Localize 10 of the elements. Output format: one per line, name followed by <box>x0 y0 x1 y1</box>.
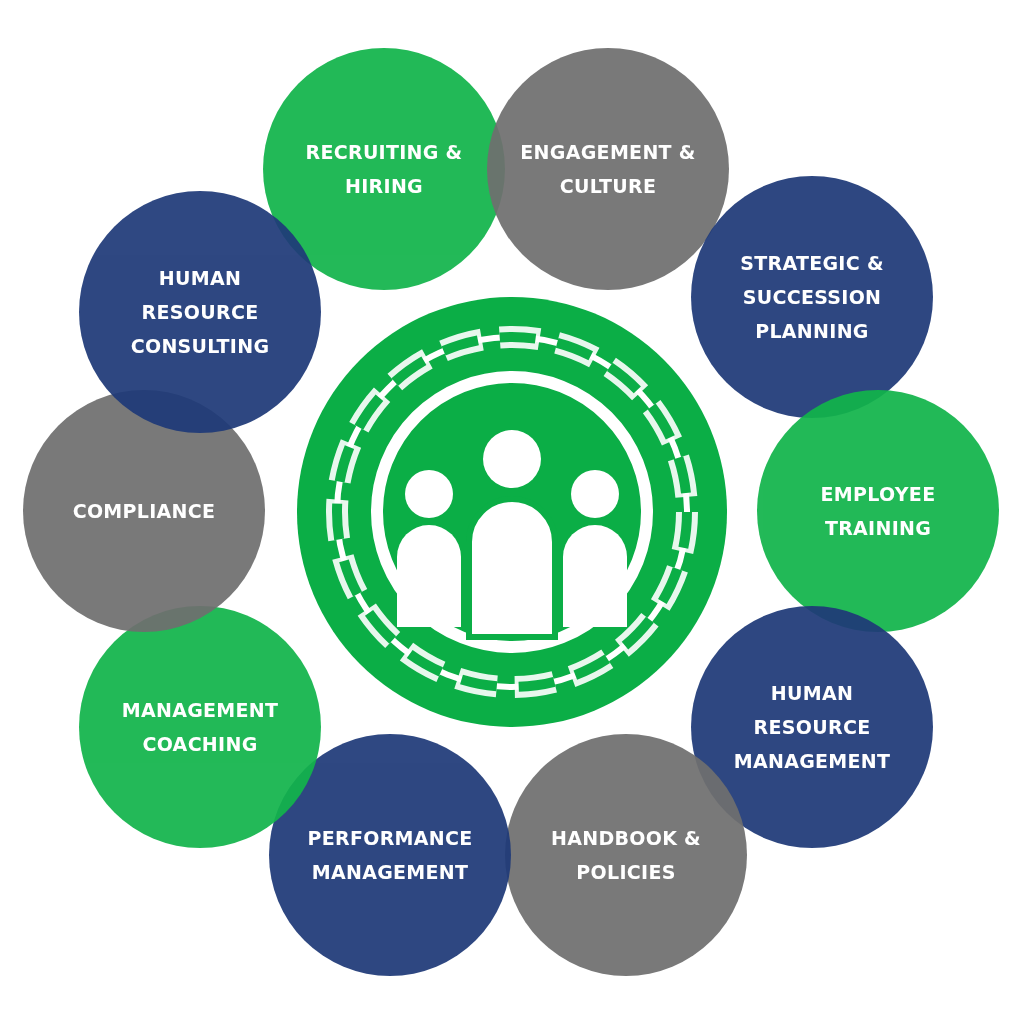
topic-label: EMPLOYEE TRAINING <box>819 482 937 541</box>
topic-label: STRATEGIC & SUCCESSION PLANNING <box>739 251 885 344</box>
topic-label: HUMAN RESOURCE CONSULTING <box>129 266 271 359</box>
topic-label: ENGAGEMENT & CULTURE <box>519 140 697 199</box>
topic-label: HANDBOOK & POLICIES <box>550 826 702 885</box>
topic-label: RECRUITING & HIRING <box>304 140 464 199</box>
topic-label: COMPLIANCE <box>72 499 216 524</box>
topic-label: HUMAN RESOURCE MANAGEMENT <box>732 681 892 774</box>
topic-label: PERFORMANCE MANAGEMENT <box>306 826 474 885</box>
topic-label: MANAGEMENT COACHING <box>120 698 280 757</box>
